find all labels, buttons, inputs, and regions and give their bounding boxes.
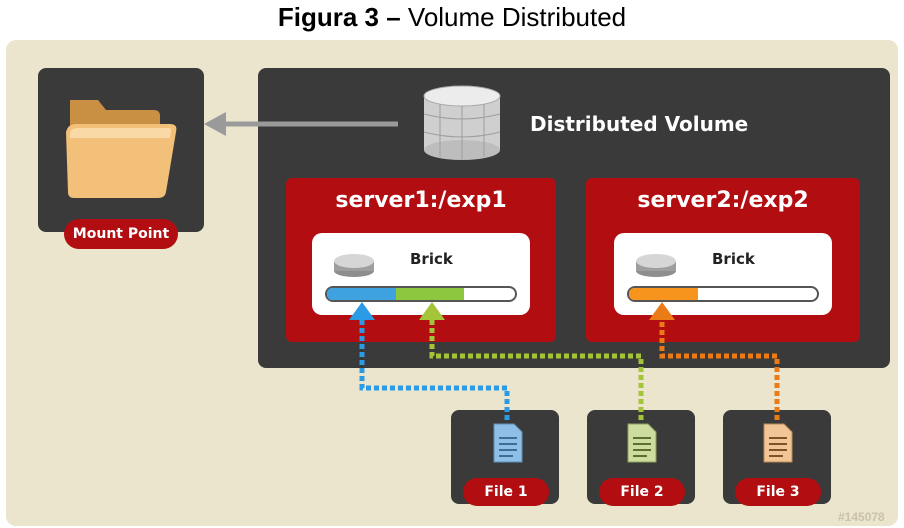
distributed-volume-label: Distributed Volume [530, 112, 749, 136]
server2-brick-label: Brick [712, 250, 755, 268]
server1-title: server1:/exp1 [335, 188, 507, 213]
file1-label: File 1 [463, 478, 549, 506]
server2-brick-card [614, 233, 832, 315]
caption-title: Volume Distributed [407, 2, 627, 32]
mount-point-label: Mount Point [64, 219, 178, 249]
file3-label: File 3 [735, 478, 821, 506]
server2-title: server2:/exp2 [637, 188, 809, 213]
file2-label: File 2 [599, 478, 685, 506]
figure-caption: Figura 3 – Volume Distributed [0, 2, 904, 33]
mount-point-panel [38, 68, 204, 232]
server1-brick-card [312, 233, 530, 315]
caption-prefix: Figura 3 – [277, 2, 401, 32]
reference-id: #145078 [838, 510, 885, 524]
server1-brick-label: Brick [410, 250, 453, 268]
